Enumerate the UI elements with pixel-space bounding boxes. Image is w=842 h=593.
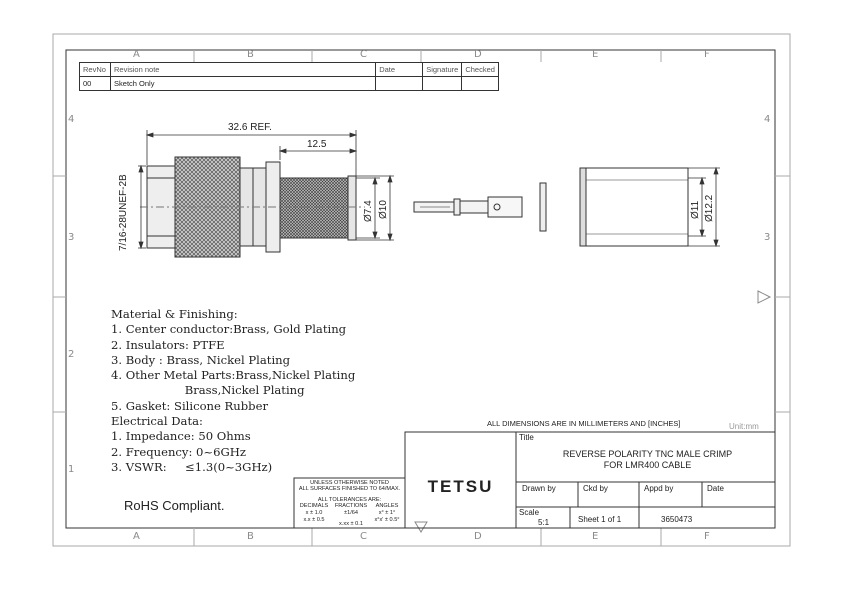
zone-col-a-bottom: A [133,531,140,542]
zone-col-d-bottom: D [474,531,482,542]
revision-header-row: RevNo Revision note Date Signature Check… [78,62,499,77]
date-label: Date [707,484,724,493]
rohs-note: RoHS Compliant. [124,498,225,513]
dim-diameter-12-2: Ø12.2 [704,194,715,222]
gasket-drawing [539,182,547,232]
zone-row-2: 2 [68,349,75,360]
units-label: Unit:mm [729,422,759,431]
ferrule-drawing [579,167,689,247]
checked-by-label: Ckd by [583,484,608,493]
zone-row-4: 4 [68,114,75,125]
zone-ticks [53,50,790,546]
dim-diameter-7-4: Ø7.4 [363,200,374,222]
material-line: 5. Gasket: Silicone Rubber [111,398,269,413]
zone-row-4-right: 4 [764,114,771,125]
zone-col-f-bottom: F [704,531,710,542]
drawing-title-line-2: FOR LMR400 CABLE [603,460,692,470]
rev-header-date: Date [375,62,424,77]
drawn-by-label: Drawn by [522,484,556,493]
tolerance-note-1: UNLESS OTHERWISE NOTED [310,480,389,486]
title-label: Title [519,433,534,442]
company-logo: TETSU [427,477,494,496]
revision-table: RevNo Revision note Date Signature Check… [78,62,499,91]
electrical-heading: Electrical Data: [111,414,203,429]
material-section: Material & Finishing: 1. Center conducto… [111,307,355,475]
material-line: 2. Insulators: PTFE [111,337,225,352]
zone-col-f: F [704,49,710,60]
tolerance-dec-3: x.xx ± 0.1 [339,521,363,527]
dim-crimp-length: 12.5 [307,139,327,150]
tolerance-col-angles: ANGLES [375,503,399,509]
tolerance-fraction: ±1/64 [344,510,358,516]
table-row: 00 Sketch Only [78,76,499,91]
material-line: 1. Center conductor:Brass, Gold Plating [111,322,347,337]
connector-drawing [140,156,365,258]
rev-cell-signature [422,76,463,91]
title-block-grid [293,431,776,529]
zone-col-d: D [474,49,482,60]
tolerance-col-decimals: DECIMALS [299,503,329,509]
rev-cell-note: Sketch Only [110,76,377,91]
center-arrow-right [757,290,772,304]
dim-overall-length: 32.6 REF. [228,122,272,133]
electrical-line: 3. VSWR: ≤1.3(0~3GHz) [111,459,273,474]
tolerance-note-2: ALL SURFACES FINISHED TO 64/MAX. [298,486,401,492]
dimension-lines [138,130,394,250]
tolerance-dec-2: x.x ± 0.5 [303,517,325,523]
tolerance-dec-1: x ± 1.0 [305,510,323,516]
tolerance-col-fractions: FRACTIONS [334,503,368,509]
rev-header-revno: RevNo [78,62,112,77]
units-note: ALL DIMENSIONS ARE IN MILLIMETERS AND [I… [487,419,681,428]
dim-diameter-10: Ø10 [378,200,389,219]
zone-col-c: C [360,49,367,60]
dim-thread-spec: 7/16-28UNEF-2B [118,174,129,251]
zone-col-b: B [247,49,254,60]
zone-col-b-bottom: B [247,531,254,542]
zone-col-e-bottom: E [592,531,599,542]
drawing-title-line-1: REVERSE POLARITY TNC MALE CRIMP [562,449,733,459]
ferrule-dimensions [688,166,720,248]
electrical-line: 1. Impedance: 50 Ohms [111,429,251,444]
material-line: 4. Other Metal Parts:Brass,Nickel Platin… [111,368,356,383]
tolerance-angle-2: x°x' ± 0.5° [374,517,400,523]
scale-label: Scale [519,508,540,517]
dim-diameter-11: Ø11 [690,200,701,219]
rev-cell-checked [461,76,499,91]
zone-row-1: 1 [68,464,75,475]
zone-col-e: E [592,49,599,60]
part-number: 3650473 [661,515,693,524]
center-arrow-bottom [414,521,428,533]
zone-col-c-bottom: C [360,531,367,542]
tolerance-angle-1: x° ± 1° [378,510,396,516]
zone-col-a: A [133,49,140,60]
rev-cell-revno: 00 [78,76,112,91]
zone-row-3: 3 [68,232,75,243]
scale-value: 5:1 [538,518,550,527]
rev-header-signature: Signature [422,62,463,77]
approved-by-label: Appd by [644,484,674,493]
rev-header-checked: Checked [461,62,499,77]
center-pin-drawing [413,196,523,218]
zone-row-3-right: 3 [764,232,771,243]
electrical-line: 2. Frequency: 0~6GHz [111,444,246,459]
rev-header-note: Revision note [110,62,377,77]
tolerance-note-3: ALL TOLERANCES ARE: [317,497,382,503]
material-line: 3. Body : Brass, Nickel Plating [111,352,291,367]
material-heading: Material & Finishing: [111,307,238,321]
rev-cell-date [375,76,424,91]
material-line: Brass,Nickel Plating [111,383,305,398]
sheet-number: Sheet 1 of 1 [578,515,622,524]
